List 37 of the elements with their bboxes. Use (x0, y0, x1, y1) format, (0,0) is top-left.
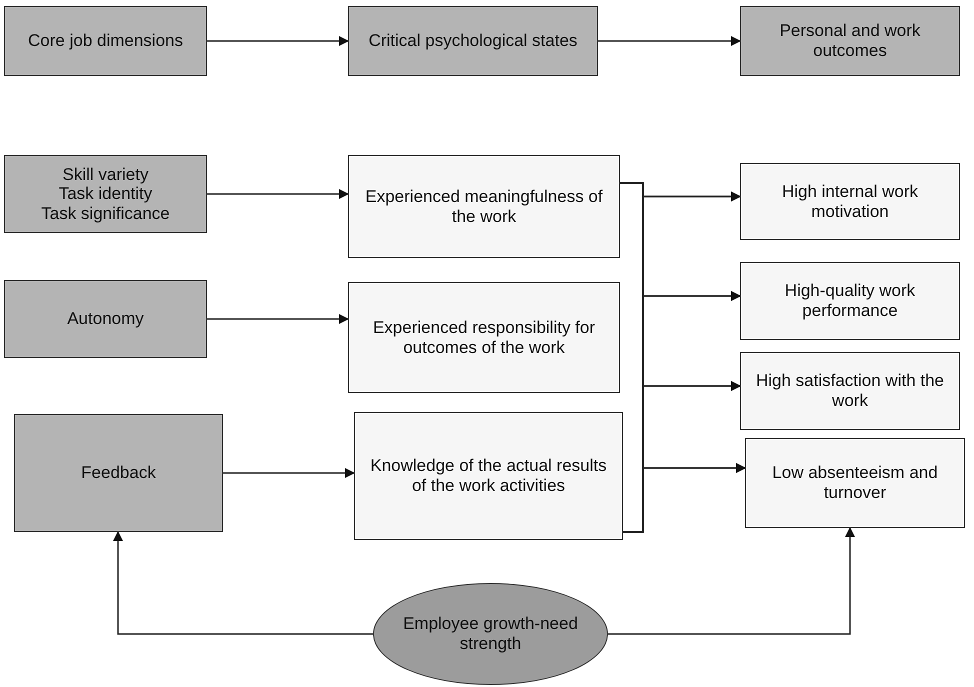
header-box (348, 6, 598, 76)
arrow (223, 468, 355, 478)
node-label: Low absenteeism and turnover (771, 463, 939, 503)
node-label: Experienced responsibility for outcomes of the work (372, 318, 596, 358)
node-label: Autonomy (67, 309, 144, 329)
arrow (113, 531, 373, 635)
node-label: High-quality work performance (784, 281, 916, 321)
node-label: Employee growth-need strength (402, 614, 579, 654)
node-label: Experienced meaningfulness of the work (364, 186, 604, 226)
dimension-box (4, 280, 207, 358)
dimension-box (14, 414, 223, 532)
node-label: Critical psychological states (368, 31, 578, 51)
outcome-box (745, 438, 965, 528)
header-box (740, 6, 960, 76)
outcome-box (740, 262, 960, 340)
outcome-box (740, 163, 960, 240)
arrow (207, 36, 349, 46)
state-box (348, 155, 620, 258)
node-label: Task significance (41, 204, 170, 224)
arrow (598, 36, 741, 46)
arrow (207, 189, 349, 199)
state-box (354, 412, 623, 540)
node-label: High satisfaction with the work (754, 371, 946, 411)
node-label: Skill variety (62, 164, 148, 184)
node-label: High internal work motivation (780, 182, 920, 222)
node-label: Task identity (58, 184, 152, 204)
arrow (623, 463, 746, 533)
node-label: Personal and work outcomes (778, 21, 922, 61)
state-box (348, 282, 620, 393)
node-label: Knowledge of the actual results of the work activities (369, 456, 608, 496)
dimension-box (4, 155, 207, 233)
arrow (207, 314, 349, 324)
outcome-box (740, 352, 960, 430)
node-label: Core job dimensions (28, 31, 183, 51)
header-box (4, 6, 207, 76)
node-label: Feedback (81, 463, 156, 483)
arrow (608, 527, 855, 635)
